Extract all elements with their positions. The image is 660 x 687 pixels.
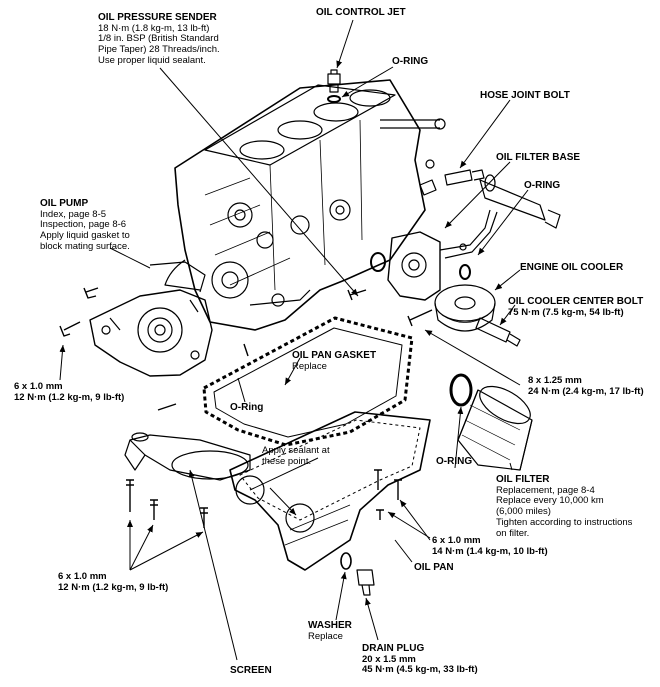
label-o-ring-right: O-RING (524, 180, 560, 192)
pan-bolt-right-spec: 14 N·m (1.4 kg-m, 10 lb-ft) (432, 545, 548, 557)
drain-plug (356, 569, 375, 596)
oil-filter-line3: (6,000 miles) (496, 506, 551, 518)
oil-pressure-sender-line2: Pipe Taper) 28 Threads/inch. (98, 44, 220, 56)
oil-filter-line2: Replace every 10,000 km (496, 495, 604, 507)
label-filter-bolt: 8 x 1.25 mm 24 N·m (2.4 kg-m, 17 lb-ft) (528, 375, 644, 398)
label-pan-bolt-right: 6 x 1.0 mm 14 N·m (1.4 kg-m, 10 lb-ft) (432, 535, 548, 558)
pan-bolt-right-size: 6 x 1.0 mm (432, 535, 481, 546)
oil-filter-line1: Replacement, page 8-4 (496, 484, 595, 496)
bolts (59, 287, 433, 528)
oil-control-jet-title: OIL CONTROL JET (316, 7, 406, 18)
label-washer: WASHER Replace (308, 620, 352, 642)
label-drain-plug: DRAIN PLUG 20 x 1.5 mm 45 N·m (4.5 kg-m,… (362, 643, 478, 676)
washer-title: WASHER (308, 620, 352, 631)
oil-pressure-sender-spec: 18 N·m (1.8 kg-m, 13 lb-ft) (98, 22, 210, 34)
label-oil-pan: OIL PAN (414, 562, 454, 574)
washer (340, 552, 352, 570)
sealant-note-line2: these point. (262, 455, 312, 467)
o-ring-filter (449, 373, 473, 407)
o-ring-cooler (459, 264, 471, 280)
screen-title: SCREEN (230, 665, 272, 676)
oil-filter-base-title: OIL FILTER BASE (496, 152, 581, 163)
o-ring-top-title: O-RING (392, 56, 429, 67)
oil-pump-line4: block mating surface. (40, 241, 130, 253)
oil-pump (89, 261, 213, 377)
oil-filter-line5: on filter. (496, 528, 530, 540)
engine-block (164, 79, 446, 331)
hose-joint-bolt (419, 159, 561, 229)
label-bolt-left: 6 x 1.0 mm 12 N·m (1.2 kg-m, 9 lb-ft) (14, 381, 125, 404)
oil-pump-title: OIL PUMP (40, 198, 89, 209)
label-hose-joint-bolt: HOSE JOINT BOLT (480, 90, 570, 102)
oil-pressure-sender-title: OIL PRESSURE SENDER (98, 12, 217, 23)
oil-filter-title: OIL FILTER (496, 474, 550, 485)
label-o-ring-top: O-RING (392, 56, 428, 68)
o-ring-filter-title: O-RING (436, 456, 473, 467)
oil-pan-gasket-title: OIL PAN GASKET (292, 350, 377, 361)
oil-pump-line2: Inspection, page 8-6 (40, 219, 127, 231)
oil-pan-gasket (202, 316, 414, 447)
drain-plug-size: 20 x 1.5 mm (362, 653, 416, 665)
bolt-left-size: 6 x 1.0 mm (14, 381, 63, 392)
oil-pan-title: OIL PAN (414, 562, 454, 573)
label-oil-filter-base: OIL FILTER BASE (496, 152, 580, 164)
filter-bolt-spec: 24 N·m (2.4 kg-m, 17 lb-ft) (528, 385, 644, 397)
label-sealant-note: Apply sealant at these point. (262, 445, 330, 468)
label-oil-pan-gasket: OIL PAN GASKET Replace (292, 350, 376, 372)
label-oil-control-jet: OIL CONTROL JET (316, 7, 406, 19)
label-screen: SCREEN (230, 665, 272, 677)
pan-bolt-left-size: 6 x 1.0 mm (58, 571, 107, 582)
filter-bolt-size: 8 x 1.25 mm (528, 375, 582, 386)
label-oil-pressure-sender: OIL PRESSURE SENDER 18 N·m (1.8 kg-m, 13… (98, 12, 220, 67)
label-oil-cooler-center-bolt: OIL COOLER CENTER BOLT 75 N·m (7.5 kg-m,… (508, 296, 643, 318)
label-o-ring-mid: O-Ring (230, 402, 263, 414)
pan-bolt-left-spec: 12 N·m (1.2 kg-m, 9 lb-ft) (58, 581, 169, 593)
oil-pressure-sender-line1: 1/8 in. BSP (British Standard (98, 33, 219, 45)
screen (124, 432, 251, 481)
o-ring-right-title: O-RING (524, 180, 561, 191)
label-o-ring-filter: O-RING (436, 456, 472, 468)
hose-joint-bolt-title: HOSE JOINT BOLT (480, 90, 570, 101)
sealant-note-line1: Apply sealant at (262, 445, 330, 456)
oil-pressure-sender-line3: Use proper liquid sealant. (98, 55, 206, 67)
o-ring-filter-base (370, 252, 386, 272)
drain-plug-title: DRAIN PLUG (362, 643, 425, 654)
oil-cooler-center-bolt-title: OIL COOLER CENTER BOLT (508, 296, 644, 307)
label-oil-pump: OIL PUMP Index, page 8-5 Inspection, pag… (40, 198, 130, 253)
label-oil-filter: OIL FILTER Replacement, page 8-4 Replace… (496, 474, 632, 540)
oil-filter-base (387, 209, 498, 301)
oil-pan (229, 411, 431, 571)
oil-pan-gasket-note: Replace (292, 360, 327, 372)
label-engine-oil-cooler: ENGINE OIL COOLER (520, 262, 623, 274)
washer-note: Replace (308, 630, 343, 642)
oil-filter (457, 385, 533, 471)
o-ring-jet (327, 95, 341, 103)
engine-oil-cooler-title: ENGINE OIL COOLER (520, 262, 624, 273)
leader-lines (59, 19, 529, 661)
engine-oil-cooler (434, 284, 496, 332)
label-pan-bolt-left: 6 x 1.0 mm 12 N·m (1.2 kg-m, 9 lb-ft) (58, 571, 169, 594)
o-ring-mid-title: O-Ring (230, 402, 264, 413)
bolt-left-spec: 12 N·m (1.2 kg-m, 9 lb-ft) (14, 391, 125, 403)
oil-filter-line4: Tighten according to instructions (496, 517, 633, 529)
oil-pump-line1: Index, page 8-5 (40, 208, 107, 220)
oil-control-jet (327, 69, 341, 93)
drain-plug-spec: 45 N·m (4.5 kg-m, 33 lb-ft) (362, 664, 478, 676)
oil-pump-line3: Apply liquid gasket to (40, 230, 130, 242)
oil-cooler-center-bolt-spec: 75 N·m (7.5 kg-m, 54 lb-ft) (508, 306, 624, 318)
oil-cooler-center-bolt (475, 317, 521, 347)
